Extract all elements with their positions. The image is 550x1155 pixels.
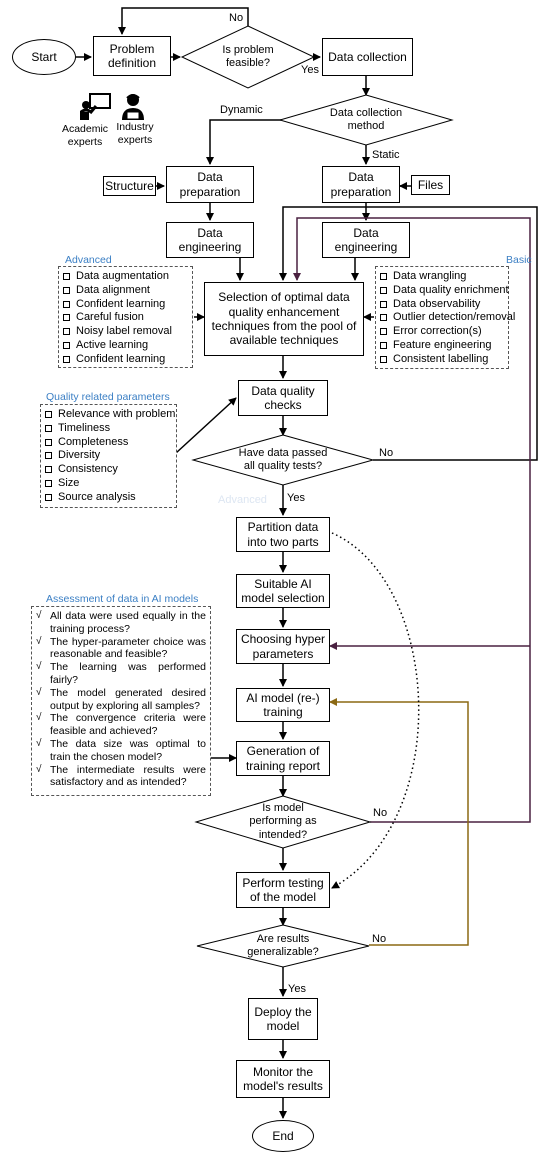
label-dynamic: Dynamic bbox=[220, 104, 263, 116]
advanced-panel-title: Advanced bbox=[65, 254, 112, 266]
quality-parameter-item: Diversity bbox=[45, 449, 172, 463]
quality-parameter-item: Consistency bbox=[45, 463, 172, 477]
assessment-criteria-list: All data were used equally in the traini… bbox=[34, 610, 206, 789]
partition-box: Partition data into two parts bbox=[236, 517, 330, 552]
end-node: End bbox=[252, 1120, 314, 1152]
deploy-box: Deploy the model bbox=[248, 998, 318, 1040]
academic-experts-label: Academic experts bbox=[61, 123, 109, 149]
data-preparation-dynamic-box: Data preparation bbox=[166, 166, 254, 203]
passed-diamond bbox=[191, 434, 375, 486]
assessment-panel: All data were used equally in the traini… bbox=[31, 606, 211, 796]
label-yes-generalizable: Yes bbox=[288, 983, 306, 995]
assessment-criterion-item: The hyper-parameter choice was reasonabl… bbox=[34, 636, 206, 662]
label-static: Static bbox=[372, 149, 400, 161]
basic-technique-item: Data observability bbox=[380, 298, 504, 312]
basic-technique-item: Feature engineering bbox=[380, 339, 504, 353]
assessment-criterion-item: The convergence criteria were feasible a… bbox=[34, 712, 206, 738]
industry-expert-icon bbox=[122, 94, 144, 120]
testing-box: Perform testing of the model bbox=[236, 872, 330, 908]
passed-question: Have data passed all quality tests? bbox=[238, 446, 328, 472]
edge-quality-params-checks bbox=[175, 397, 237, 454]
quality-parameter-item: Source analysis bbox=[45, 491, 172, 505]
advanced-technique-item: Confident learning bbox=[63, 353, 188, 367]
label-no-performing: No bbox=[373, 807, 388, 819]
problem-definition-box: Problem definition bbox=[93, 36, 171, 76]
assessment-criterion-item: All data were used equally in the traini… bbox=[34, 610, 206, 636]
faint-advanced-text: Advanced bbox=[218, 494, 267, 506]
advanced-technique-item: Active learning bbox=[63, 339, 188, 353]
academic-expert-icon bbox=[80, 93, 111, 120]
monitor-box: Monitor the model's results bbox=[236, 1060, 330, 1098]
data-preparation-static-box: Data preparation bbox=[322, 166, 400, 203]
label-yes-quality: Yes bbox=[287, 492, 305, 504]
generalizable-question: Are results generalizable? bbox=[247, 932, 319, 958]
basic-technique-item: Data wrangling bbox=[380, 270, 504, 284]
advanced-technique-item: Data alignment bbox=[63, 284, 188, 298]
performing-question: Is model performing as intended? bbox=[249, 802, 317, 841]
advanced-technique-item: Confident learning bbox=[63, 298, 188, 312]
basic-technique-item: Data quality enrichment bbox=[380, 284, 509, 298]
method-diamond bbox=[278, 94, 454, 146]
advanced-technique-item: Noisy label removal bbox=[63, 325, 188, 339]
edge-method-dynamic bbox=[206, 119, 300, 165]
data-engineering-static-box: Data engineering bbox=[322, 222, 410, 258]
data-quality-checks-box: Data quality checks bbox=[238, 380, 328, 416]
files-box: Files bbox=[411, 175, 450, 195]
assessment-criterion-item: The model generated desired output by ex… bbox=[34, 687, 206, 713]
advanced-technique-item: Data augmentation bbox=[63, 270, 188, 284]
edge-feasible-no bbox=[118, 7, 249, 35]
basic-technique-item: Outlier detection/removal bbox=[380, 311, 515, 325]
assessment-criterion-item: The data size was optimal to train the c… bbox=[34, 738, 206, 764]
label-no-generalizable: No bbox=[372, 933, 387, 945]
hyper-parameters-box: Choosing hyper parameters bbox=[236, 629, 330, 664]
feasible-diamond bbox=[180, 25, 316, 89]
edge-performing-no-feedback bbox=[293, 217, 531, 823]
start-node: Start bbox=[12, 39, 76, 75]
data-engineering-dynamic-box: Data engineering bbox=[166, 222, 254, 258]
advanced-technique-item: Careful fusion bbox=[63, 311, 188, 325]
quality-parameter-item: Timeliness bbox=[45, 422, 172, 436]
edge-generalizable-no-feedback bbox=[329, 698, 469, 946]
selection-box: Selection of optimal data quality enhanc… bbox=[204, 282, 364, 356]
method-question: Data collection method bbox=[329, 106, 403, 132]
training-report-box: Generation of training report bbox=[236, 741, 330, 776]
model-selection-box: Suitable AI model selection bbox=[236, 574, 330, 608]
label-no-feasible: No bbox=[229, 12, 244, 24]
quality-parameters-title: Quality related parameters bbox=[46, 391, 170, 403]
industry-experts-label: Industry experts bbox=[116, 121, 154, 147]
assessment-criterion-item: The intermediate results were satisfacto… bbox=[34, 764, 206, 790]
generalizable-diamond bbox=[196, 924, 370, 968]
feasible-question: Is problem feasible? bbox=[222, 43, 274, 69]
training-box: AI model (re-) training bbox=[236, 688, 330, 722]
data-collection-box: Data collection bbox=[322, 38, 413, 76]
label-yes-feasible: Yes bbox=[301, 64, 319, 76]
assessment-criterion-item: The learning was performed fairly? bbox=[34, 661, 206, 687]
structure-box: Structure bbox=[103, 176, 156, 196]
quality-parameter-item: Size bbox=[45, 477, 172, 491]
quality-parameter-item: Completeness bbox=[45, 436, 172, 450]
edge-passed-no bbox=[279, 206, 538, 461]
performing-diamond bbox=[194, 795, 372, 849]
basic-panel-title: Basic bbox=[506, 254, 532, 266]
quality-parameter-item: Relevance with problem bbox=[45, 408, 175, 422]
assessment-panel-title: Assessment of data in AI models bbox=[46, 593, 199, 605]
basic-technique-item: Consistent labelling bbox=[380, 353, 504, 367]
label-no-quality: No bbox=[379, 447, 394, 459]
basic-technique-item: Error correction(s) bbox=[380, 325, 504, 339]
